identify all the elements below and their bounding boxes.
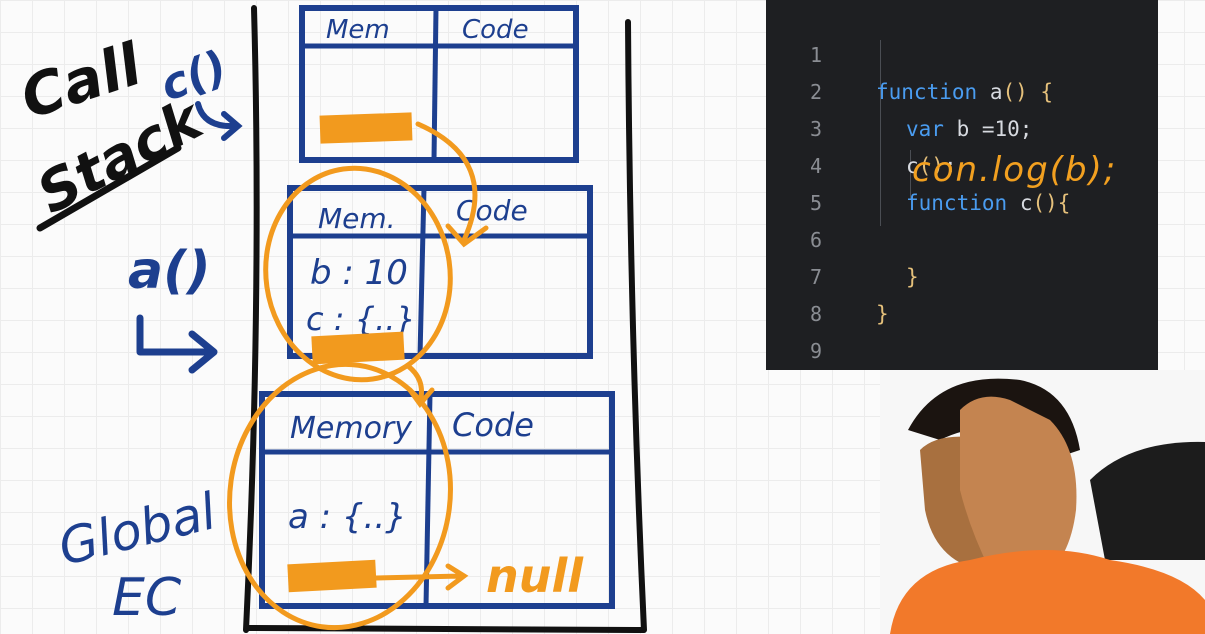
- code-line-4: 4 function c(){: [766, 111, 1158, 215]
- memory-header: Mem.: [318, 202, 396, 235]
- ec-label: EC: [112, 568, 182, 628]
- memory-entry-b: b : 10: [310, 253, 408, 293]
- scope-chain-annotations: [227, 121, 489, 631]
- line-number: 6: [809, 228, 822, 252]
- line-number: 3: [809, 117, 822, 141]
- global-label: Global: [53, 482, 222, 577]
- c-arrow-icon: [195, 101, 243, 141]
- code-editor-panel: 1 function a() { 2 var b =10; 3 c(); 4 f…: [766, 0, 1158, 370]
- a-arrow-icon: [136, 314, 218, 374]
- line-number: 1: [809, 43, 822, 67]
- code-line-7: 7 }: [766, 222, 1158, 326]
- code-line-10: 10 console.log(b);: [766, 333, 1158, 370]
- memory-entry-a: a : {..}: [288, 497, 407, 537]
- indent-guide: [910, 150, 911, 200]
- code-line-3: 3 c();: [766, 74, 1158, 178]
- code-header: Code: [452, 406, 534, 444]
- memory-entry-c: c : {..}: [306, 300, 416, 338]
- code-line-5: 5: [766, 148, 1158, 215]
- execution-context-global: Memory Code a : {..}: [259, 391, 615, 609]
- chair-back: [1090, 441, 1205, 560]
- presenter-shirt: [890, 550, 1205, 634]
- memory-header: Memory: [290, 411, 413, 446]
- stack-left-wall: [243, 5, 260, 633]
- lexical-env-highlight: [287, 559, 377, 593]
- a-call-label: a(): [128, 241, 211, 301]
- indent-guide: [880, 40, 881, 226]
- code-header: Code: [456, 194, 528, 227]
- line-number: 4: [809, 154, 822, 178]
- line-number: 8: [809, 302, 822, 326]
- handwritten-console-log: con.log(b);: [912, 150, 1118, 190]
- stack-right-wall: [625, 19, 647, 633]
- code-line-6: 6 }: [766, 185, 1158, 289]
- execution-context-c: Mem Code: [299, 5, 579, 163]
- presenter-webcam: [880, 370, 1205, 634]
- line-number: 2: [809, 80, 822, 104]
- code-text: }: [906, 265, 919, 289]
- line-number: 9: [809, 339, 822, 363]
- line-number: 5: [809, 191, 822, 215]
- code-header: Code: [462, 15, 529, 45]
- lexical-env-highlight: [319, 112, 413, 144]
- code-text: }: [876, 302, 889, 326]
- line-number: 7: [809, 265, 822, 289]
- stack-bottom: [245, 625, 645, 633]
- code-line-8: 8: [766, 259, 1158, 326]
- code-line-9: 9 a();: [766, 296, 1158, 363]
- code-line-1: 1 function a() {: [766, 0, 1158, 104]
- lexical-env-highlight: [311, 331, 405, 365]
- memory-header: Mem: [326, 15, 390, 45]
- execution-context-a: Mem. Code b : 10 c : {..}: [287, 185, 593, 365]
- title-underline: [36, 144, 182, 232]
- presenter-hands: [960, 396, 1077, 580]
- code-line-2: 2 var b =10;: [766, 37, 1158, 141]
- null-label: null: [486, 549, 584, 603]
